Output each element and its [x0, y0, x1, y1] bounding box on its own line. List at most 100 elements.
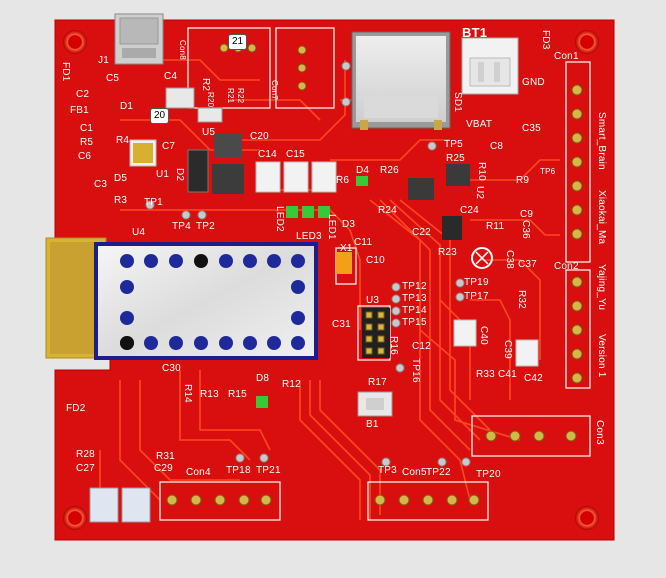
label-r12: R12: [282, 379, 301, 390]
label-c30: C30: [162, 363, 181, 374]
label-r16: R16: [388, 336, 399, 355]
label-sd1: SD1: [452, 92, 463, 113]
label-r32: R32: [516, 290, 527, 309]
label-con3: Con3: [594, 420, 605, 445]
label-c29: C29: [154, 463, 173, 474]
label-r25: R25: [446, 153, 465, 164]
label-u5: U5: [202, 127, 216, 138]
label-c22: C22: [412, 227, 431, 238]
label-r24: R24: [378, 205, 397, 216]
label-con7: Con7: [270, 80, 279, 100]
label-b1: B1: [366, 419, 379, 430]
label-led2: LED2: [274, 206, 285, 232]
label-u4: U4: [132, 227, 146, 238]
label-r33: R33: [476, 369, 495, 380]
label-fd1: FD1: [60, 62, 71, 82]
led-indicators: [256, 176, 368, 408]
silkscreen-outlines: [159, 27, 591, 521]
label-c20: C20: [250, 131, 269, 142]
label-tp19: TP19: [464, 277, 489, 288]
label-r10: R10: [476, 162, 487, 181]
label-c9: C9: [520, 209, 534, 220]
label-tp15: TP15: [402, 317, 427, 328]
label-con5: Con5: [402, 467, 427, 478]
label-fd2: FD2: [66, 403, 86, 414]
label-con4: Con4: [186, 467, 211, 478]
label-tp4: TP4: [172, 221, 191, 232]
label-c7: C7: [162, 141, 176, 152]
label-tp2: TP2: [196, 221, 215, 232]
label-tp17: TP17: [464, 291, 489, 302]
label-tp21: TP21: [256, 465, 281, 476]
label-r4: R4: [116, 135, 130, 146]
label-c35: C35: [522, 123, 541, 134]
label-c1: C1: [80, 123, 94, 134]
label-x1: X1: [340, 243, 353, 254]
label-c40: C40: [478, 326, 489, 345]
label-u3: U3: [366, 295, 380, 306]
label-c27: C27: [76, 463, 95, 474]
label-con1: Con1: [554, 51, 579, 62]
label-r15: R15: [228, 389, 247, 400]
label-r2: R2: [200, 78, 211, 92]
wifi-module: [94, 242, 318, 360]
label-r26: R26: [380, 165, 399, 176]
mounting-holes: [63, 30, 599, 530]
label-vbat: VBAT: [466, 119, 493, 130]
label-u1: U1: [156, 169, 170, 180]
label-tp6: TP6: [540, 167, 556, 176]
label-r13: R13: [200, 389, 219, 400]
label-tp3: TP3: [378, 465, 397, 476]
label-c42: C42: [524, 373, 543, 384]
label-tp22: TP22: [426, 467, 451, 478]
label-smart-brain: Smart_Brain: [596, 112, 607, 170]
connector-pads: [166, 43, 583, 506]
label-d4: D4: [356, 165, 370, 176]
label-r21: R21: [226, 88, 235, 104]
label-c39: C39: [502, 340, 513, 359]
label-c31: C31: [332, 319, 351, 330]
label-d3: D3: [342, 219, 356, 230]
label-bt1: BT1: [462, 25, 488, 40]
label-c3: C3: [94, 179, 108, 190]
annotation-badge-20: 20: [150, 108, 170, 124]
label-tp5: TP5: [444, 139, 463, 150]
label-r31: R31: [156, 451, 175, 462]
label-c15: C15: [286, 149, 305, 160]
label-r28: R28: [76, 449, 95, 460]
label-c10: C10: [366, 255, 385, 266]
label-xiaokai: Xiaokai_Ma: [596, 190, 607, 245]
label-c24: C24: [460, 205, 479, 216]
label-fd3: FD3: [540, 30, 551, 50]
label-tp1: TP1: [144, 197, 163, 208]
label-c6: C6: [78, 151, 92, 162]
label-r17: R17: [368, 377, 387, 388]
label-d5: D5: [114, 173, 128, 184]
label-c14: C14: [258, 149, 277, 160]
label-led3: LED3: [296, 231, 322, 242]
label-tp13: TP13: [402, 293, 427, 304]
label-version: Version 1: [596, 334, 607, 378]
label-c2: C2: [76, 89, 90, 100]
label-c4: C4: [164, 71, 178, 82]
battery-connector: [461, 37, 519, 95]
label-tp16: TP16: [410, 358, 421, 383]
label-r5: R5: [80, 137, 94, 148]
label-j1: J1: [98, 55, 109, 66]
label-d1: D1: [120, 101, 134, 112]
label-tp12: TP12: [402, 281, 427, 292]
label-fb1: FB1: [70, 105, 89, 116]
label-r6: R6: [336, 175, 350, 186]
label-yajing: Yajing_Yu: [596, 264, 607, 311]
label-r22: R22: [236, 88, 245, 104]
label-c8: C8: [490, 141, 504, 152]
label-tp18: TP18: [226, 465, 251, 476]
label-c37: C37: [518, 259, 537, 270]
label-gnd: GND: [522, 77, 545, 88]
label-c36: C36: [520, 220, 531, 239]
label-con2: Con2: [554, 261, 579, 272]
label-tp20: TP20: [476, 469, 501, 480]
label-r9: R9: [516, 175, 530, 186]
